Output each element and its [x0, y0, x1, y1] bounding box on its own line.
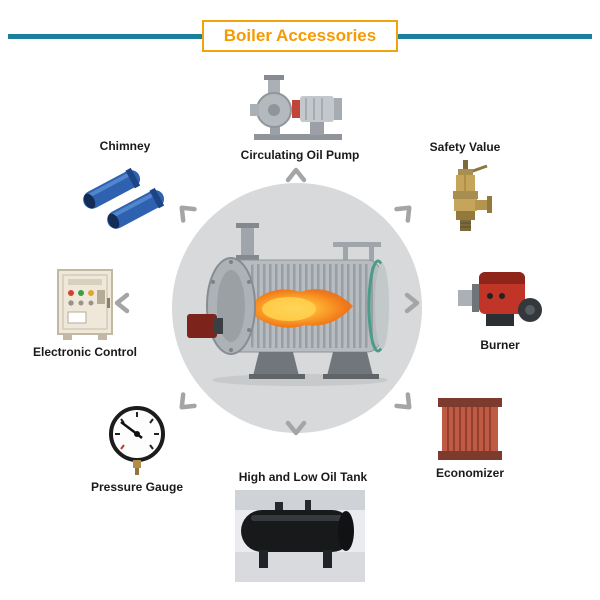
item-label-chimney: Chimney [99, 139, 151, 153]
diagram-title-box: Boiler Accessories [202, 20, 398, 52]
item-label-economizer: Economizer [435, 466, 504, 480]
oil-pump-icon [248, 70, 348, 144]
chevron-up-right-icon [387, 194, 424, 231]
item-label-high-and-low-oil-tank: High and Low Oil Tank [238, 470, 368, 484]
item-label-burner: Burner [480, 338, 520, 352]
chevron-left-icon [110, 290, 136, 316]
oil-tank-icon [235, 490, 365, 582]
chevron-down-icon [283, 414, 309, 440]
item-label-electronic-control: Electronic Control [32, 345, 137, 359]
safety-valve-icon [430, 158, 500, 238]
control-cabinet-icon [50, 268, 120, 342]
chevron-right-icon [398, 290, 424, 316]
item-label-circulating-oil-pump: Circulating Oil Pump [240, 148, 360, 162]
burner-icon [456, 264, 546, 334]
title-rule-left [8, 34, 204, 39]
item-label-safety-value: Safety Value [429, 140, 501, 154]
item-label-pressure-gauge: Pressure Gauge [90, 480, 184, 494]
chevron-down-right-icon [387, 385, 424, 422]
chevron-down-left-icon [168, 385, 205, 422]
chimney-pipes-icon [72, 160, 176, 234]
economizer-icon [434, 396, 506, 462]
chevron-up-left-icon [168, 194, 205, 231]
thermal-oil-boiler-image [185, 222, 415, 397]
diagram-title: Boiler Accessories [223, 26, 377, 45]
title-rule-right [396, 34, 592, 39]
chevron-up-icon [283, 163, 309, 189]
pressure-gauge-icon [102, 403, 172, 477]
